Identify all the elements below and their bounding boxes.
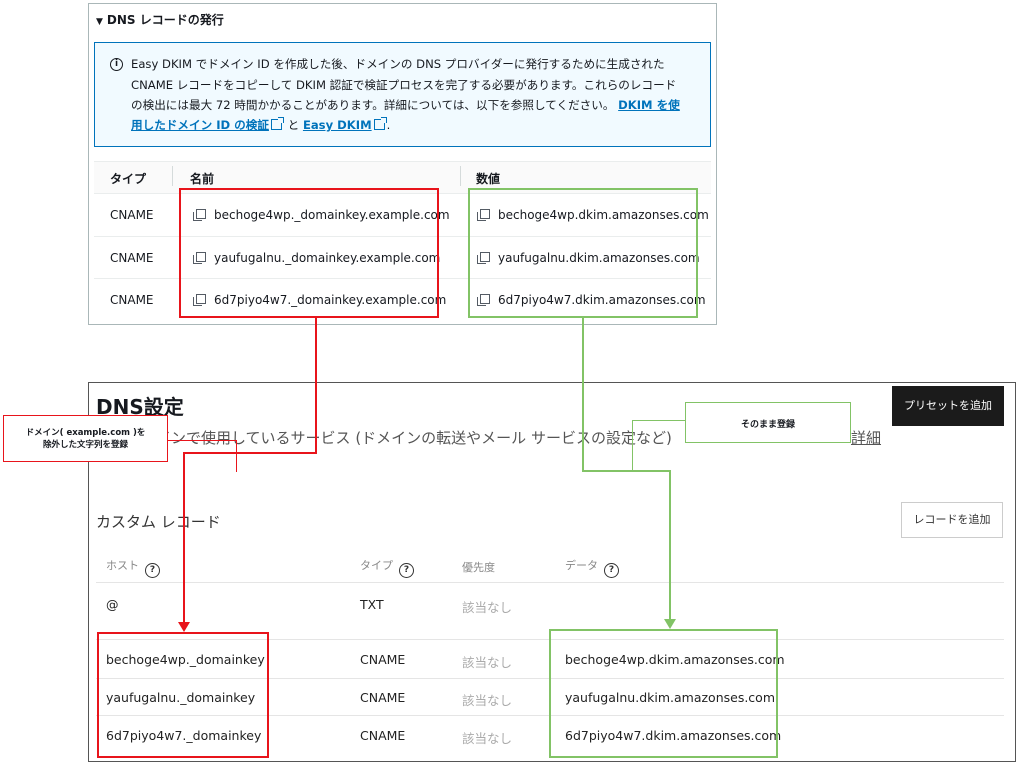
- custom-records-title: カスタム レコード: [96, 513, 221, 531]
- annotation-note-red: ドメイン( example.com )を 除外した文字列を登録: [3, 415, 168, 462]
- record-value[interactable]: 6d7piyo4w7.dkim.amazonses.com: [477, 293, 706, 307]
- record-type: TXT: [360, 597, 384, 612]
- column-divider: [460, 166, 461, 186]
- record-host[interactable]: @: [106, 597, 119, 612]
- connector-line: [183, 452, 185, 622]
- record-priority: 該当なし: [462, 600, 513, 615]
- info-alert: [94, 42, 711, 147]
- data-highlight-box: [549, 629, 778, 758]
- easy-dkim-link[interactable]: Easy DKIM: [302, 118, 372, 132]
- copy-icon[interactable]: [193, 294, 206, 306]
- record-name[interactable]: yaufugalnu._domainkey.example.com: [193, 251, 440, 265]
- record-value[interactable]: yaufugalnu.dkim.amazonses.com: [477, 251, 700, 265]
- row-divider: [94, 236, 711, 237]
- annotation-note-green: そのまま登録: [685, 402, 851, 443]
- dkim-verify-link-part1[interactable]: DKIM を使: [618, 98, 680, 112]
- connector-line: [632, 420, 633, 470]
- record-type: CNAME: [110, 293, 154, 307]
- copy-icon[interactable]: [193, 252, 206, 264]
- connector-line: [669, 470, 671, 619]
- row-divider: [94, 278, 711, 279]
- connector-line: [582, 318, 584, 472]
- dkim-verify-link[interactable]: 用したドメイン ID の検証: [131, 118, 269, 132]
- record-data[interactable]: yaufugalnu.dkim.amazonses.com: [565, 690, 775, 705]
- record-priority: 該当なし: [462, 731, 513, 746]
- record-host[interactable]: 6d7piyo4w7._domainkey: [106, 728, 262, 743]
- record-host[interactable]: bechoge4wp._domainkey: [106, 652, 265, 667]
- record-type: CNAME: [110, 251, 154, 265]
- triangle-down-icon[interactable]: ▼: [96, 17, 103, 27]
- column-divider: [172, 166, 173, 186]
- add-record-button[interactable]: レコードを追加: [901, 502, 1003, 538]
- column-header-type[interactable]: タイプ: [110, 172, 147, 186]
- section-title: DNS レコードの発行: [106, 13, 224, 27]
- info-text-line-4: 用したドメイン ID の検証 と Easy DKIM.: [131, 117, 391, 132]
- connector-line: [632, 420, 685, 421]
- arrow-down-icon: [178, 622, 190, 632]
- info-text-line-1: Easy DKIM でドメイン ID を作成した後、ドメインの DNS プロバイ…: [131, 57, 665, 71]
- info-text-line-2: CNAME レコードをコピーして DKIM 認証で検証プロセスを完了する必要があ…: [131, 78, 677, 92]
- help-icon[interactable]: ?: [604, 563, 619, 578]
- column-header-data: データ?: [565, 557, 619, 578]
- column-header-host: ホスト?: [106, 557, 160, 578]
- copy-icon[interactable]: [477, 252, 490, 264]
- info-text-line-3: の検出には最大 72 時間かかることがあります。詳細については、以下を参照してく…: [131, 98, 680, 112]
- record-type: CNAME: [110, 208, 154, 222]
- external-link-icon[interactable]: [373, 117, 387, 130]
- record-type: CNAME: [360, 690, 406, 705]
- column-header-type: タイプ?: [360, 557, 414, 578]
- help-icon[interactable]: ?: [145, 563, 160, 578]
- record-name[interactable]: bechoge4wp._domainkey.example.com: [193, 208, 450, 222]
- connector-line: [168, 440, 236, 441]
- help-icon[interactable]: ?: [399, 563, 414, 578]
- connector-line: [236, 440, 237, 472]
- connector-line: [582, 470, 671, 472]
- record-type: CNAME: [360, 728, 406, 743]
- connector-line: [315, 318, 317, 454]
- dns-description: ドはドメインで使用しているサービス (ドメインの転送やメール サービスの設定など…: [96, 429, 672, 447]
- record-host[interactable]: yaufugalnu._domainkey: [106, 690, 256, 705]
- copy-icon[interactable]: [477, 294, 490, 306]
- column-header-priority: 優先度: [462, 561, 495, 574]
- section-header[interactable]: ▼DNS レコードの発行: [96, 11, 224, 28]
- header-divider: [96, 582, 1004, 583]
- dns-settings-panel: [88, 382, 1016, 762]
- arrow-down-icon: [664, 619, 676, 629]
- name-highlight-box: [179, 188, 439, 318]
- record-priority: 該当なし: [462, 693, 513, 708]
- record-priority: 該当なし: [462, 655, 513, 670]
- detail-link[interactable]: 詳細: [851, 429, 882, 447]
- record-type: CNAME: [360, 652, 406, 667]
- record-name[interactable]: 6d7piyo4w7._domainkey.example.com: [193, 293, 446, 307]
- connector-line: [183, 452, 317, 454]
- record-value[interactable]: bechoge4wp.dkim.amazonses.com: [477, 208, 709, 222]
- copy-icon[interactable]: [193, 209, 206, 221]
- copy-icon[interactable]: [477, 209, 490, 221]
- external-link-icon[interactable]: [270, 117, 284, 130]
- info-icon: i: [110, 58, 123, 71]
- record-data[interactable]: 6d7piyo4w7.dkim.amazonses.com: [565, 728, 782, 743]
- value-highlight-box: [468, 188, 698, 318]
- host-highlight-box: [97, 632, 269, 758]
- column-header-value[interactable]: 数値: [476, 172, 501, 186]
- column-header-name[interactable]: 名前: [190, 172, 215, 186]
- add-preset-button[interactable]: プリセットを追加: [892, 386, 1004, 426]
- record-data[interactable]: bechoge4wp.dkim.amazonses.com: [565, 652, 785, 667]
